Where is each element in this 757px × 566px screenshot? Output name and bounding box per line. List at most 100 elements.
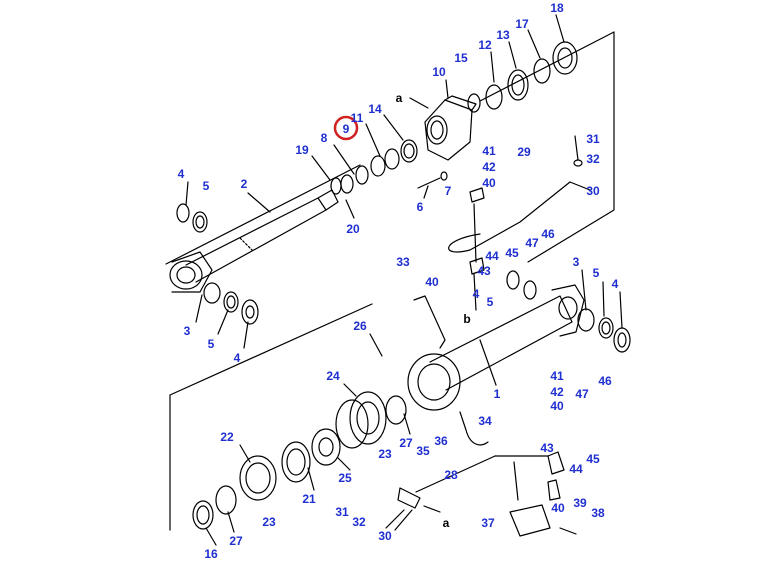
callout-38: 38 [591, 506, 605, 520]
callout-b: b [463, 312, 470, 326]
callout-30: 30 [586, 184, 600, 198]
callout-4: 4 [234, 351, 241, 365]
callout-46: 46 [598, 374, 612, 388]
leader-line [247, 192, 271, 213]
frame-line [165, 164, 361, 265]
callout-4: 4 [612, 277, 619, 291]
leader-line [195, 294, 203, 323]
callout-37: 37 [481, 516, 495, 530]
callout-39: 39 [573, 496, 587, 510]
leader-line [423, 185, 429, 199]
leader-line [185, 181, 189, 206]
callout-27: 27 [399, 436, 413, 450]
frame-line [527, 31, 615, 263]
frame-line [169, 303, 373, 396]
callout-24: 24 [326, 369, 340, 383]
bracket-37 [509, 461, 551, 537]
leader-line [205, 527, 217, 546]
leader-line [243, 321, 249, 349]
callout-45: 45 [505, 246, 519, 260]
leader-line [383, 114, 404, 141]
callout-16: 16 [204, 547, 218, 561]
callout-40: 40 [425, 275, 439, 289]
callout-5: 5 [208, 337, 215, 351]
callout-4: 4 [473, 287, 480, 301]
leader-line [365, 123, 381, 157]
callout-4: 4 [178, 167, 185, 181]
callout-29: 29 [517, 145, 531, 159]
callout-40: 40 [550, 399, 564, 413]
cylinder-tube [407, 284, 585, 411]
leader-line [343, 383, 357, 397]
ring-stack-head [467, 41, 578, 113]
bushing-set-mid [506, 270, 537, 300]
leader-line [445, 79, 449, 99]
leader-line [409, 97, 429, 109]
highlight-circle [333, 115, 359, 141]
callout-41: 41 [550, 369, 564, 383]
leader-line [369, 333, 383, 357]
callout-31: 31 [335, 505, 349, 519]
callout-23: 23 [262, 515, 276, 529]
callout-13: 13 [496, 28, 510, 42]
callout-14: 14 [368, 102, 382, 116]
callout-22: 22 [220, 430, 234, 444]
frame-line [479, 31, 615, 102]
callout-5: 5 [203, 179, 210, 193]
callout-31: 31 [586, 132, 600, 146]
leader-line [385, 509, 405, 529]
callout-42: 42 [482, 160, 496, 174]
callout-a: a [443, 516, 450, 530]
callout-43: 43 [540, 441, 554, 455]
callout-26: 26 [353, 319, 367, 333]
callout-33: 33 [396, 255, 410, 269]
bushing-set-left-top [176, 203, 208, 233]
callout-32: 32 [352, 515, 366, 529]
callout-46: 46 [541, 227, 555, 241]
callout-23: 23 [378, 447, 392, 461]
callout-3: 3 [184, 324, 191, 338]
pipe-lower [394, 455, 549, 531]
leader-line [333, 144, 355, 175]
callout-36: 36 [434, 434, 448, 448]
leader-line [307, 467, 315, 491]
callout-6: 6 [417, 200, 424, 214]
callout-44: 44 [569, 462, 583, 476]
ring-stack-rod [330, 139, 418, 195]
callout-47: 47 [575, 387, 589, 401]
callout-45: 45 [586, 452, 600, 466]
callout-25: 25 [338, 471, 352, 485]
leader-line [227, 511, 235, 533]
leader-line [345, 199, 355, 219]
callout-34: 34 [478, 414, 492, 428]
callout-a: a [396, 91, 403, 105]
bolt-6-7 [417, 171, 448, 189]
callout-11: 11 [351, 111, 364, 125]
callout-40: 40 [551, 501, 565, 515]
fitting-lower [547, 451, 577, 535]
leader-line [581, 269, 587, 311]
leader-line [423, 505, 441, 513]
callout-30: 30 [378, 529, 392, 543]
leader-line [602, 281, 605, 317]
callout-41: 41 [482, 144, 496, 158]
callout-5: 5 [487, 295, 494, 309]
callout-40: 40 [482, 176, 496, 190]
leader-line [527, 29, 541, 59]
leader-line [490, 51, 495, 83]
callout-18: 18 [550, 1, 564, 15]
callout-21: 21 [302, 492, 316, 506]
callout-28: 28 [444, 468, 458, 482]
leader-line [555, 14, 565, 43]
callout-32: 32 [586, 152, 600, 166]
leader-line [508, 41, 517, 69]
callout-47: 47 [525, 236, 539, 250]
leader-line [311, 155, 331, 181]
clamp-34 [459, 411, 489, 446]
callout-2: 2 [241, 177, 248, 191]
bushing-set-left-bottom [203, 282, 259, 325]
callout-20: 20 [346, 222, 360, 236]
